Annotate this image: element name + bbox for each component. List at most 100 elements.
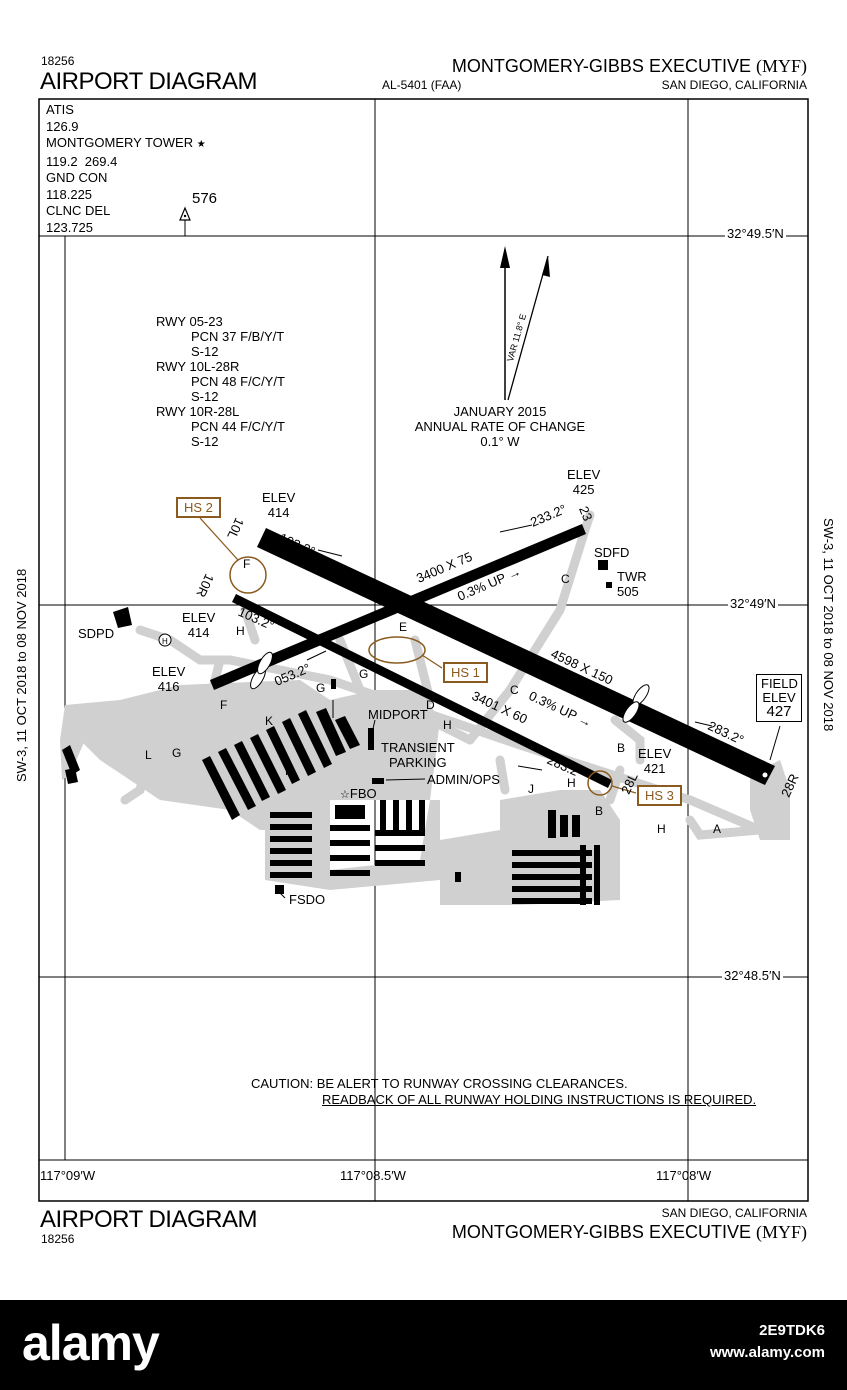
hotspot-leader-hs3 — [611, 785, 637, 794]
taxiway-label: C — [510, 683, 519, 697]
building-fsdo — [275, 885, 284, 894]
validity-right: SW-3, 11 OCT 2018 to 08 NOV 2018 — [821, 518, 836, 732]
field-elev-line1: FIELD — [761, 676, 798, 691]
building-fuel — [331, 679, 336, 689]
hangar-row — [270, 872, 312, 878]
fbo-star-icon: ☆ — [340, 789, 350, 801]
building-sdpd — [113, 607, 132, 628]
building-midport — [368, 728, 374, 750]
field-elev-leader — [769, 725, 781, 761]
taxiway-23-conn — [580, 510, 595, 535]
hangar-col — [548, 810, 556, 838]
magvar-date: JANUARY 2015 — [453, 404, 547, 419]
magvar-rate: 0.1° W — [480, 434, 520, 449]
hangar — [202, 756, 240, 820]
tower-freq: 119.2 269.4 — [46, 153, 118, 169]
hangar-col — [393, 800, 399, 830]
elev-value: 425 — [572, 482, 595, 497]
heading-arrow-icon — [291, 627, 315, 637]
taxiway-network — [120, 510, 765, 840]
hangar-row — [330, 825, 370, 831]
taxiway-label: G — [359, 667, 369, 681]
transient-parking — [330, 690, 440, 800]
elev-label: ELEV — [262, 490, 296, 505]
hangar-col — [380, 800, 386, 830]
lon-left: 117°09′W — [40, 1168, 96, 1183]
buildings — [62, 560, 612, 905]
hotspot-hs2: HS 2 — [176, 497, 221, 518]
taxiway-label: H — [236, 624, 245, 638]
runway-10l-28r — [257, 528, 775, 785]
building-tower — [606, 582, 612, 588]
hangar — [65, 768, 78, 784]
runway-10r-28l — [232, 594, 612, 788]
label-tower: TWR 505 — [617, 569, 647, 599]
watermark-bar: alamy 2E9TDK6 www.alamy.com — [0, 1300, 847, 1390]
elev-label: ELEV — [567, 467, 601, 482]
transient-line2: PARKING — [389, 755, 447, 770]
al-number: AL-5401 (FAA) — [382, 78, 462, 92]
hangar — [266, 726, 300, 784]
hangar — [316, 708, 346, 756]
clnc-freq: 123.725 — [46, 219, 93, 235]
hangar-row — [270, 860, 312, 866]
twr-elev: 505 — [617, 584, 639, 599]
pcn-rwy2-pcn: PCN 48 F/C/Y/T — [191, 374, 285, 389]
taxiway-d — [425, 715, 475, 745]
elev-5: ELEV 416 — [152, 664, 185, 694]
hangar — [250, 734, 286, 794]
elev-value: 414 — [187, 625, 210, 640]
elev-23: ELEV 425 — [567, 467, 600, 497]
hotspot-leader-hs1 — [421, 654, 443, 669]
taxiway-label: C — [561, 572, 570, 586]
image-id: 2E9TDK6 — [759, 1322, 825, 1339]
taxiway-label: D — [426, 698, 435, 712]
gnd-freq: 118.225 — [46, 186, 93, 202]
alamy-logo: alamy — [22, 1315, 160, 1371]
elev-10r: ELEV 414 — [182, 610, 215, 640]
gnd-label: GND CON — [46, 170, 108, 185]
lat-mid: 32°49′N — [728, 596, 778, 611]
label-fsdo: FSDO — [289, 892, 326, 907]
wind-cone-icon — [622, 701, 640, 723]
taxiway-c — [465, 525, 590, 745]
city-bottom: SAN DIEGO, CALIFORNIA — [661, 1206, 807, 1220]
pcn-rwy1-pcn: PCN 37 F/B/Y/T — [191, 329, 285, 344]
tower-label: MONTGOMERY TOWER — [46, 135, 194, 150]
pcn-rwy3-pcn: PCN 44 F/C/Y/T — [191, 419, 285, 434]
elev-28l: ELEV 421 — [638, 746, 671, 776]
hangar-col — [560, 815, 568, 837]
airport-id: (MYF) — [755, 56, 807, 76]
taxiway-j — [495, 755, 510, 795]
field-elev-box: FIELD ELEV 427 — [756, 674, 802, 722]
leader-line — [385, 778, 426, 781]
taxiway-a — [685, 815, 765, 840]
hangar-row — [330, 840, 370, 846]
taxiway-b — [610, 715, 645, 765]
taxiway-b2 — [605, 765, 625, 805]
hangar-row — [512, 862, 592, 868]
elev-label: ELEV — [152, 664, 186, 679]
taxiway-label: F — [220, 698, 228, 712]
label-midport: MIDPORT — [368, 707, 428, 722]
lat-bot: 32°48.5′N — [722, 968, 783, 983]
magnetic-north-arrow-icon — [507, 255, 550, 401]
pcn-rwy3-s: S-12 — [191, 434, 219, 449]
pcn-block: RWY 05-23 PCN 37 F/B/Y/T S-12 RWY 10L-28… — [156, 314, 285, 449]
hotspot-circle-hs1 — [368, 636, 426, 664]
elev-label: ELEV — [638, 746, 672, 761]
hangar-row — [512, 850, 592, 856]
taxiway-label: K — [285, 764, 294, 778]
leader-line — [279, 892, 286, 899]
helipad-letter: H — [162, 637, 168, 646]
magvar-rate-label: ANNUAL RATE OF CHANGE — [414, 419, 586, 434]
runway-05-23 — [210, 524, 586, 690]
hangar — [218, 748, 256, 810]
hangar — [282, 718, 316, 776]
doc-id-top: 18256 — [41, 54, 75, 68]
hangar-row — [375, 830, 425, 836]
building-admin — [372, 778, 384, 784]
atis-label: ATIS — [46, 102, 74, 117]
heading-arrow-icon — [317, 549, 343, 557]
true-north-arrow-icon — [500, 246, 510, 400]
